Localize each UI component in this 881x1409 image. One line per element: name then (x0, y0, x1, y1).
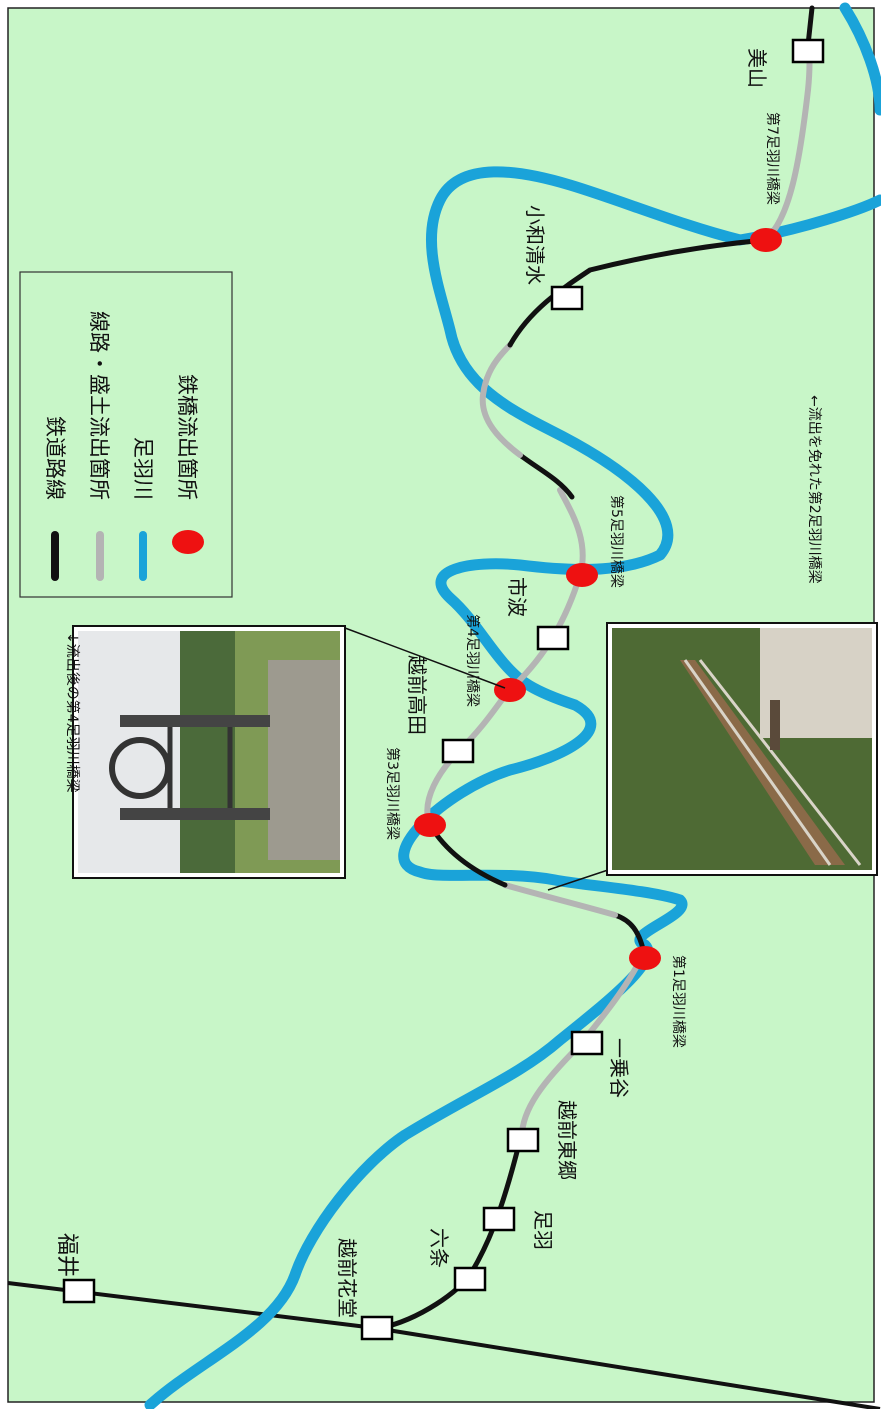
photo-b4-embankment (268, 660, 340, 860)
station-box-miyama (791, 38, 825, 64)
station-box-kowashozu (550, 285, 584, 311)
station-box-rokujo (453, 1266, 487, 1292)
station-label-rokujo: 六条 (427, 1228, 451, 1268)
station-box-asuwa (482, 1206, 516, 1232)
station-box-ichijodani (570, 1030, 604, 1056)
photo-b2-rail-right (698, 659, 862, 866)
bridge-label-b3: 第3足羽川橋梁 (384, 747, 401, 840)
legend-label-rail: 鉄道路線 (43, 416, 67, 500)
legend-swatch-bridge-out (172, 530, 204, 554)
legend-label-washed: 線路・盛土流出箇所 (87, 311, 111, 500)
bridge-label-b5: 第5足羽川橋梁 (608, 495, 625, 588)
bridge-out-marker-b4 (494, 678, 526, 702)
photo-b2-pier (770, 700, 780, 750)
bridge-out-marker-b7 (750, 228, 782, 252)
photo-b4-truss-top (120, 715, 270, 727)
station-box-ichinami (536, 625, 570, 651)
rail-segment-ichinami-north (517, 452, 575, 500)
photo-b4-hills (180, 631, 235, 873)
bridge-out-marker-b1 (629, 946, 661, 970)
station-label-echizen-hanando: 越前花堂 (335, 1238, 359, 1318)
station-label-kowashozu: 小和清水 (523, 205, 547, 285)
station-label-asuwa: 足羽 (531, 1210, 555, 1250)
station-label-miyama: 美山 (745, 48, 769, 88)
washed-segment-middle (479, 342, 523, 458)
caption-photo-b4: ↓流出後の第4足羽川橋梁 (64, 632, 81, 793)
legend-label-bridge-out: 鉄橋流出箇所 (175, 374, 199, 500)
bridge-out-marker-b3 (414, 813, 446, 837)
legend-label-river: 足羽川 (131, 437, 155, 500)
photo-b2-survived (547, 622, 878, 891)
legend: 鉄道路線 線路・盛土流出箇所 足羽川 鉄橋流出箇所 (19, 271, 233, 598)
bridge-label-b7: 第7足羽川橋梁 (764, 112, 781, 205)
asuwa-river (144, 166, 881, 1409)
photo-b4-truss-bottom (120, 808, 270, 820)
station-box-fukui (62, 1278, 96, 1304)
station-label-fukui: 福井 (54, 1233, 79, 1277)
station-box-echizen-togo (506, 1127, 540, 1153)
photo-b4-after-flood (72, 625, 506, 879)
rail-segment-kowashozu (507, 237, 768, 348)
station-box-echizen-takada (441, 738, 475, 764)
photo-b2-rail-left (683, 659, 832, 866)
station-box-echizen-hanando (360, 1315, 394, 1341)
bridge-out-marker-b5 (566, 563, 598, 587)
bridge-label-b1: 第1足羽川橋梁 (670, 955, 687, 1048)
station-label-echizen-takada: 越前高田 (405, 655, 429, 735)
station-label-echizen-togo: 越前東郷 (555, 1100, 579, 1180)
washed-segment-b2 (502, 882, 618, 918)
callout-line-b2 (547, 869, 609, 891)
asuwa-river-upstream (839, 2, 881, 116)
callout-line-b4 (344, 627, 506, 689)
bridge-label-b4: 第4足羽川橋梁 (464, 614, 481, 707)
station-label-ichijodani: 一乗谷 (607, 1038, 631, 1098)
station-label-ichinami: 市波 (505, 577, 529, 617)
caption-photo-b2: ←流出を免れた第2足羽川橋梁 (806, 395, 823, 584)
